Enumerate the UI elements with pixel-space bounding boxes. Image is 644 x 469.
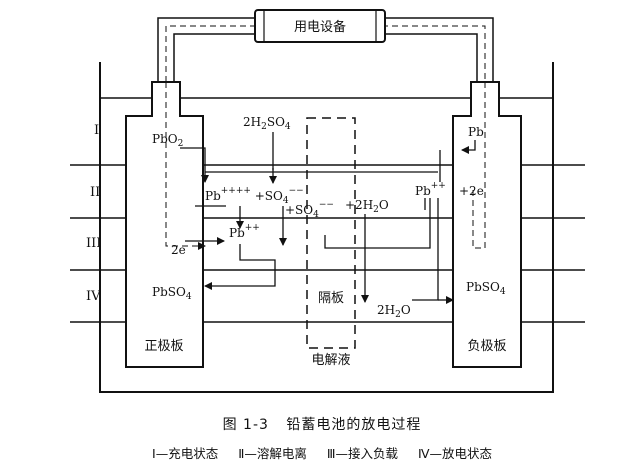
level-label-1: I [94,123,99,138]
figure-caption: 图 1-3 铅蓄电池的放电过程 [0,414,644,434]
external-wire-dashed [165,25,486,82]
pbso4-right-label: PbSO4 [466,280,506,297]
pb2-positive-label: Pb++ [229,223,260,240]
battery-tank [99,62,554,393]
reaction-arrows [180,132,476,304]
level-label-2: II [90,185,100,200]
pbso4-left-label: PbSO4 [152,285,192,302]
separator [306,117,356,349]
electron-path-negative [472,82,486,249]
electron-path-positive [165,82,206,250]
electrons-label: 2e [171,243,186,257]
figure-number: 图 1-3 [222,417,269,433]
lead-acid-battery-diagram: I II III IV 用电设备 正极板 负极板 隔板 电解液 PbO2 2H2… [70,9,585,393]
pb2-negative-label: Pb++ [415,181,446,198]
negative-plate-label: 负极板 [467,339,506,354]
so4-mid-label: +SO4−− [285,200,334,220]
device-label: 用电设备 [294,19,346,35]
negative-plate [452,81,522,368]
legend-item-1: Ⅰ—充电状态 [152,446,219,461]
external-wire [157,17,494,82]
positive-plate-label: 正极板 [144,339,183,354]
electrolyte-label: 电解液 [311,353,350,368]
h2so4-label: 2H2SO4 [243,115,291,132]
h2o-mid-label: +2H2O [345,198,389,215]
device-box [254,9,386,43]
level-label-3: III [86,236,101,251]
legend-item-4: Ⅳ—放电状态 [417,446,492,461]
figure-title: 铅蓄电池的放电过程 [286,417,422,433]
legend-item-2: Ⅱ—溶解电离 [238,446,307,461]
h2o-product-label: 2H2O [377,303,411,320]
separator-label: 隔板 [318,291,344,306]
legend-item-3: Ⅲ—接入负载 [326,446,398,461]
pbo2-label: PbO2 [152,132,183,149]
figure-legend: Ⅰ—充电状态 Ⅱ—溶解电离 Ⅲ—接入负载 Ⅳ—放电状态 [0,443,644,462]
plus-2e-label: +2e [459,184,484,198]
positive-plate [125,81,204,368]
level-label-4: IV [86,289,101,304]
pb-negative-label: Pb [468,125,484,139]
